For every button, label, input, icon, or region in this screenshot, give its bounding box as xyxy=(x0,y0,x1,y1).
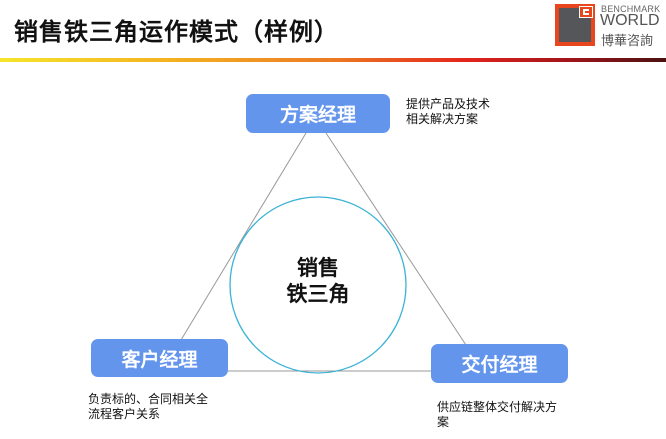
desc-line: 负责标的、合同相关全 xyxy=(88,392,209,406)
edge-solution-account xyxy=(180,132,307,341)
node-solution-manager: 方案经理 xyxy=(246,94,390,133)
desc-line: 流程客户关系 xyxy=(88,407,161,421)
desc-line: 案 xyxy=(437,415,450,429)
logo-text-chinese: 博華咨詢 xyxy=(601,34,654,49)
center-label-line1: 销售 xyxy=(297,256,339,280)
node-delivery-manager: 交付经理 xyxy=(431,344,568,383)
logo-text-benchmark: BENCHMARK xyxy=(601,4,661,14)
center-label-line2: 铁三角 xyxy=(286,282,350,306)
node-delivery-desc: 供应链整体交付解决方 案 xyxy=(437,400,557,430)
logo-mark-icon xyxy=(555,4,595,46)
node-account-manager: 客户经理 xyxy=(91,339,228,377)
desc-line: 供应链整体交付解决方 xyxy=(437,400,558,414)
desc-line: 提供产品及技术 xyxy=(406,97,491,111)
benchmark-world-logo: BENCHMARK WORLD 博華咨詢 xyxy=(555,3,663,49)
logo-text-world: WORLD xyxy=(600,12,660,29)
edge-solution-delivery xyxy=(325,132,467,346)
center-label: 销售 铁三角 xyxy=(230,255,406,307)
header-divider xyxy=(0,58,666,62)
node-solution-desc: 提供产品及技术 相关解决方案 xyxy=(406,97,490,127)
node-account-desc: 负责标的、合同相关全 流程客户关系 xyxy=(88,392,208,422)
center-circle xyxy=(229,196,407,374)
page-title: 销售铁三角运作模式（样例） xyxy=(14,18,339,46)
desc-line: 相关解决方案 xyxy=(406,112,479,126)
